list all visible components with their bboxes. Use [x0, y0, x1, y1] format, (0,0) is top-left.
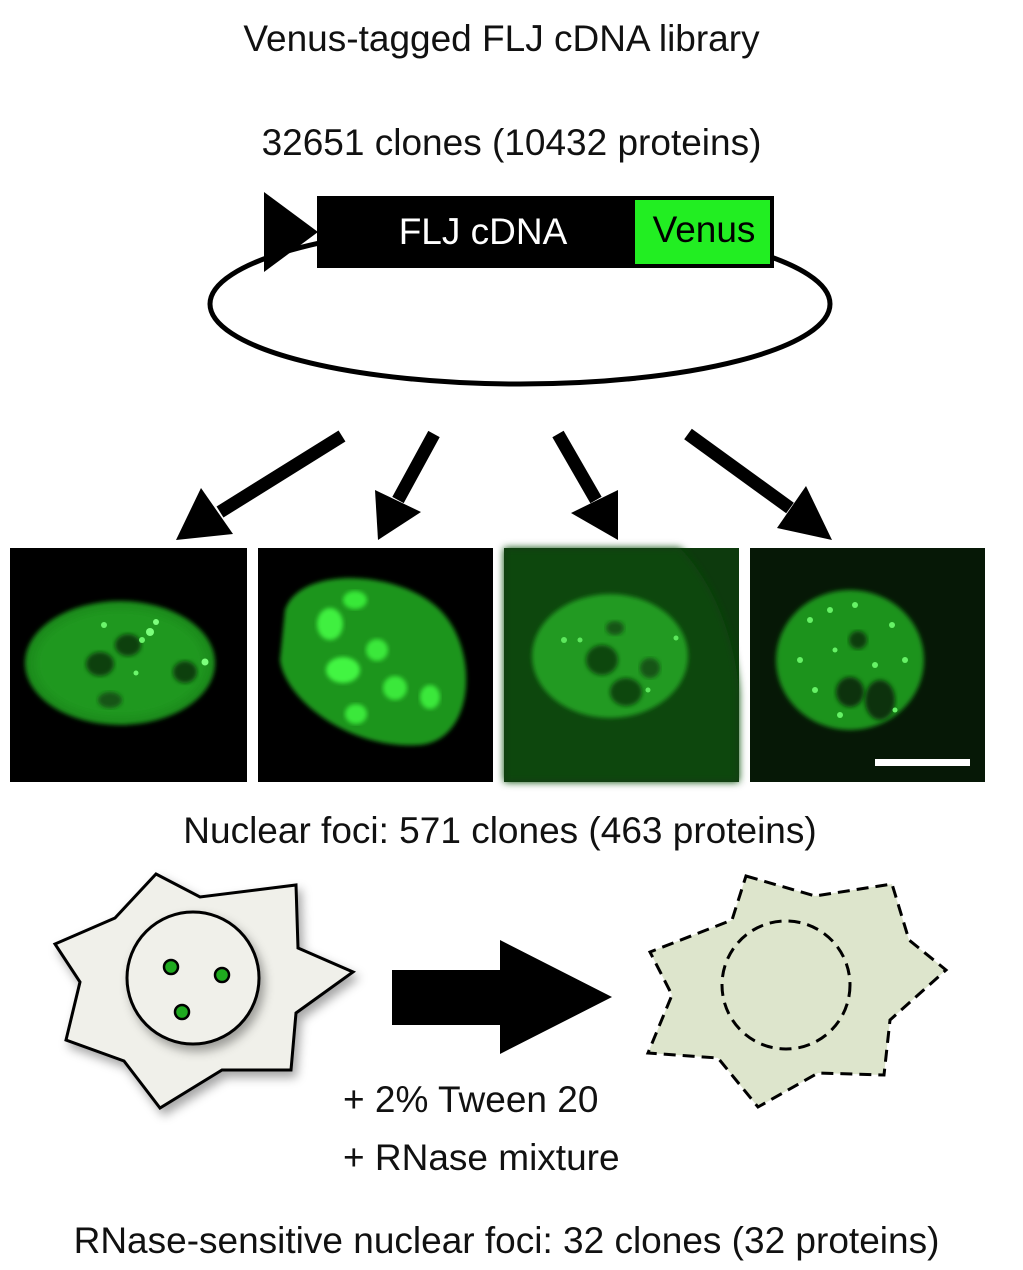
- nucleus-image-4: [750, 548, 985, 782]
- library-count-label: 32651 clones (10432 proteins): [261, 122, 762, 163]
- treatment-tween: + 2% Tween 20: [343, 1079, 599, 1120]
- treatment-conditions: + 2% Tween 20 + RNase mixture: [343, 1071, 620, 1187]
- micrograph-panels: [10, 548, 985, 782]
- treatment-rnase: + RNase mixture: [343, 1137, 620, 1178]
- cell-after-treatment: [645, 874, 949, 1109]
- venus-tag-label: Venus: [653, 209, 756, 250]
- promoter-arrow: [264, 192, 318, 272]
- nuclear-foci-label: Nuclear foci: 571 clones (463 proteins): [183, 810, 817, 851]
- plasmid-diagram: FLJ cDNA Venus: [207, 192, 833, 387]
- arrow-4: [684, 428, 832, 540]
- arrow-2: [375, 430, 440, 540]
- treatment-arrow: [392, 940, 612, 1054]
- nucleus-image-2: [258, 548, 493, 782]
- venus-tag-block: [633, 198, 772, 266]
- nucleus-image-1: [10, 548, 247, 782]
- arrow-3: [552, 430, 618, 540]
- scale-bar: [875, 759, 970, 766]
- nucleus-before: [125, 910, 261, 1046]
- cdna-insert-label: FLJ cDNA: [399, 211, 568, 252]
- nuclear-foci-dots: [162, 958, 231, 1021]
- arrow-1: [176, 430, 346, 540]
- rnase-sensitive-foci-label: RNase-sensitive nuclear foci: 32 clones …: [73, 1220, 940, 1261]
- cell-before-treatment: [52, 872, 357, 1110]
- distribution-arrows: [176, 428, 832, 540]
- diagram-title: Venus-tagged FLJ cDNA library: [243, 18, 760, 59]
- nucleus-image-3: [504, 548, 740, 782]
- nucleus-after: [720, 919, 852, 1051]
